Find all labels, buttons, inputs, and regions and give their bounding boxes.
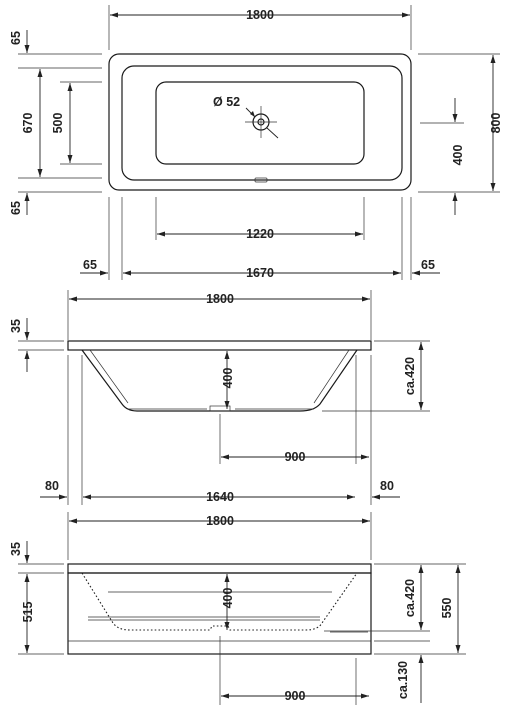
tub-basin <box>155 81 365 165</box>
side-rim <box>67 340 372 351</box>
dim-side-total-height: ca.420 <box>403 357 417 395</box>
dim-side-right-offset: 80 <box>380 479 394 493</box>
side-view: 1800 35 400 ca.420 900 80 1640 80 <box>9 290 430 505</box>
dim-top-drain-offset: 400 <box>451 145 465 166</box>
dim-panel-tub-height: ca.420 <box>403 579 417 617</box>
dim-side-drain-distance: 900 <box>285 450 306 464</box>
overflow-mark <box>254 177 268 183</box>
dim-drain-diameter: Ø 52 <box>213 95 240 109</box>
dim-side-depth: 400 <box>221 368 235 389</box>
dim-top-rim-bottom: 65 <box>9 201 23 215</box>
tub-inner-rim <box>121 65 403 181</box>
dim-top-rim-right: 65 <box>421 258 435 272</box>
dim-panel-height: 515 <box>21 602 35 623</box>
dim-panel-depth: 400 <box>221 588 235 609</box>
dim-side-overall-width: 1800 <box>206 292 234 306</box>
dim-side-left-offset: 80 <box>45 479 59 493</box>
dim-panel-drain-distance: 900 <box>285 689 306 703</box>
dim-top-inner-depth: 670 <box>21 113 35 134</box>
dim-top-rim-top: 65 <box>9 31 23 45</box>
dim-top-inner-length: 1670 <box>246 266 274 280</box>
dim-panel-overall-height: 550 <box>440 598 454 619</box>
dim-top-rim-left: 65 <box>83 258 97 272</box>
dim-panel-rim-height: 35 <box>9 542 23 556</box>
side-tub-profile <box>81 349 358 412</box>
dim-top-overall-width: 1800 <box>246 8 274 22</box>
dim-top-basin-depth: 500 <box>51 113 65 134</box>
dim-top-basin-length: 1220 <box>246 227 274 241</box>
panel-front <box>67 572 372 655</box>
dim-side-bottom-length: 1640 <box>206 490 234 504</box>
dim-top-overall-depth: 800 <box>489 113 503 134</box>
top-view: 1800 65 670 65 500 Ø 52 400 800 1220 65 … <box>9 5 503 280</box>
dim-panel-foot-height: ca.130 <box>396 661 410 699</box>
panel-rim <box>67 563 372 574</box>
dim-panel-overall-width: 1800 <box>206 514 234 528</box>
panel-hidden-tub <box>81 572 358 631</box>
tub-outline-top <box>108 53 412 191</box>
panel-view: 1800 35 515 400 ca.420 550 ca.130 900 <box>9 512 466 705</box>
side-drain <box>209 405 231 412</box>
drain-symbol <box>245 106 279 139</box>
dim-side-rim-height: 35 <box>9 319 23 333</box>
